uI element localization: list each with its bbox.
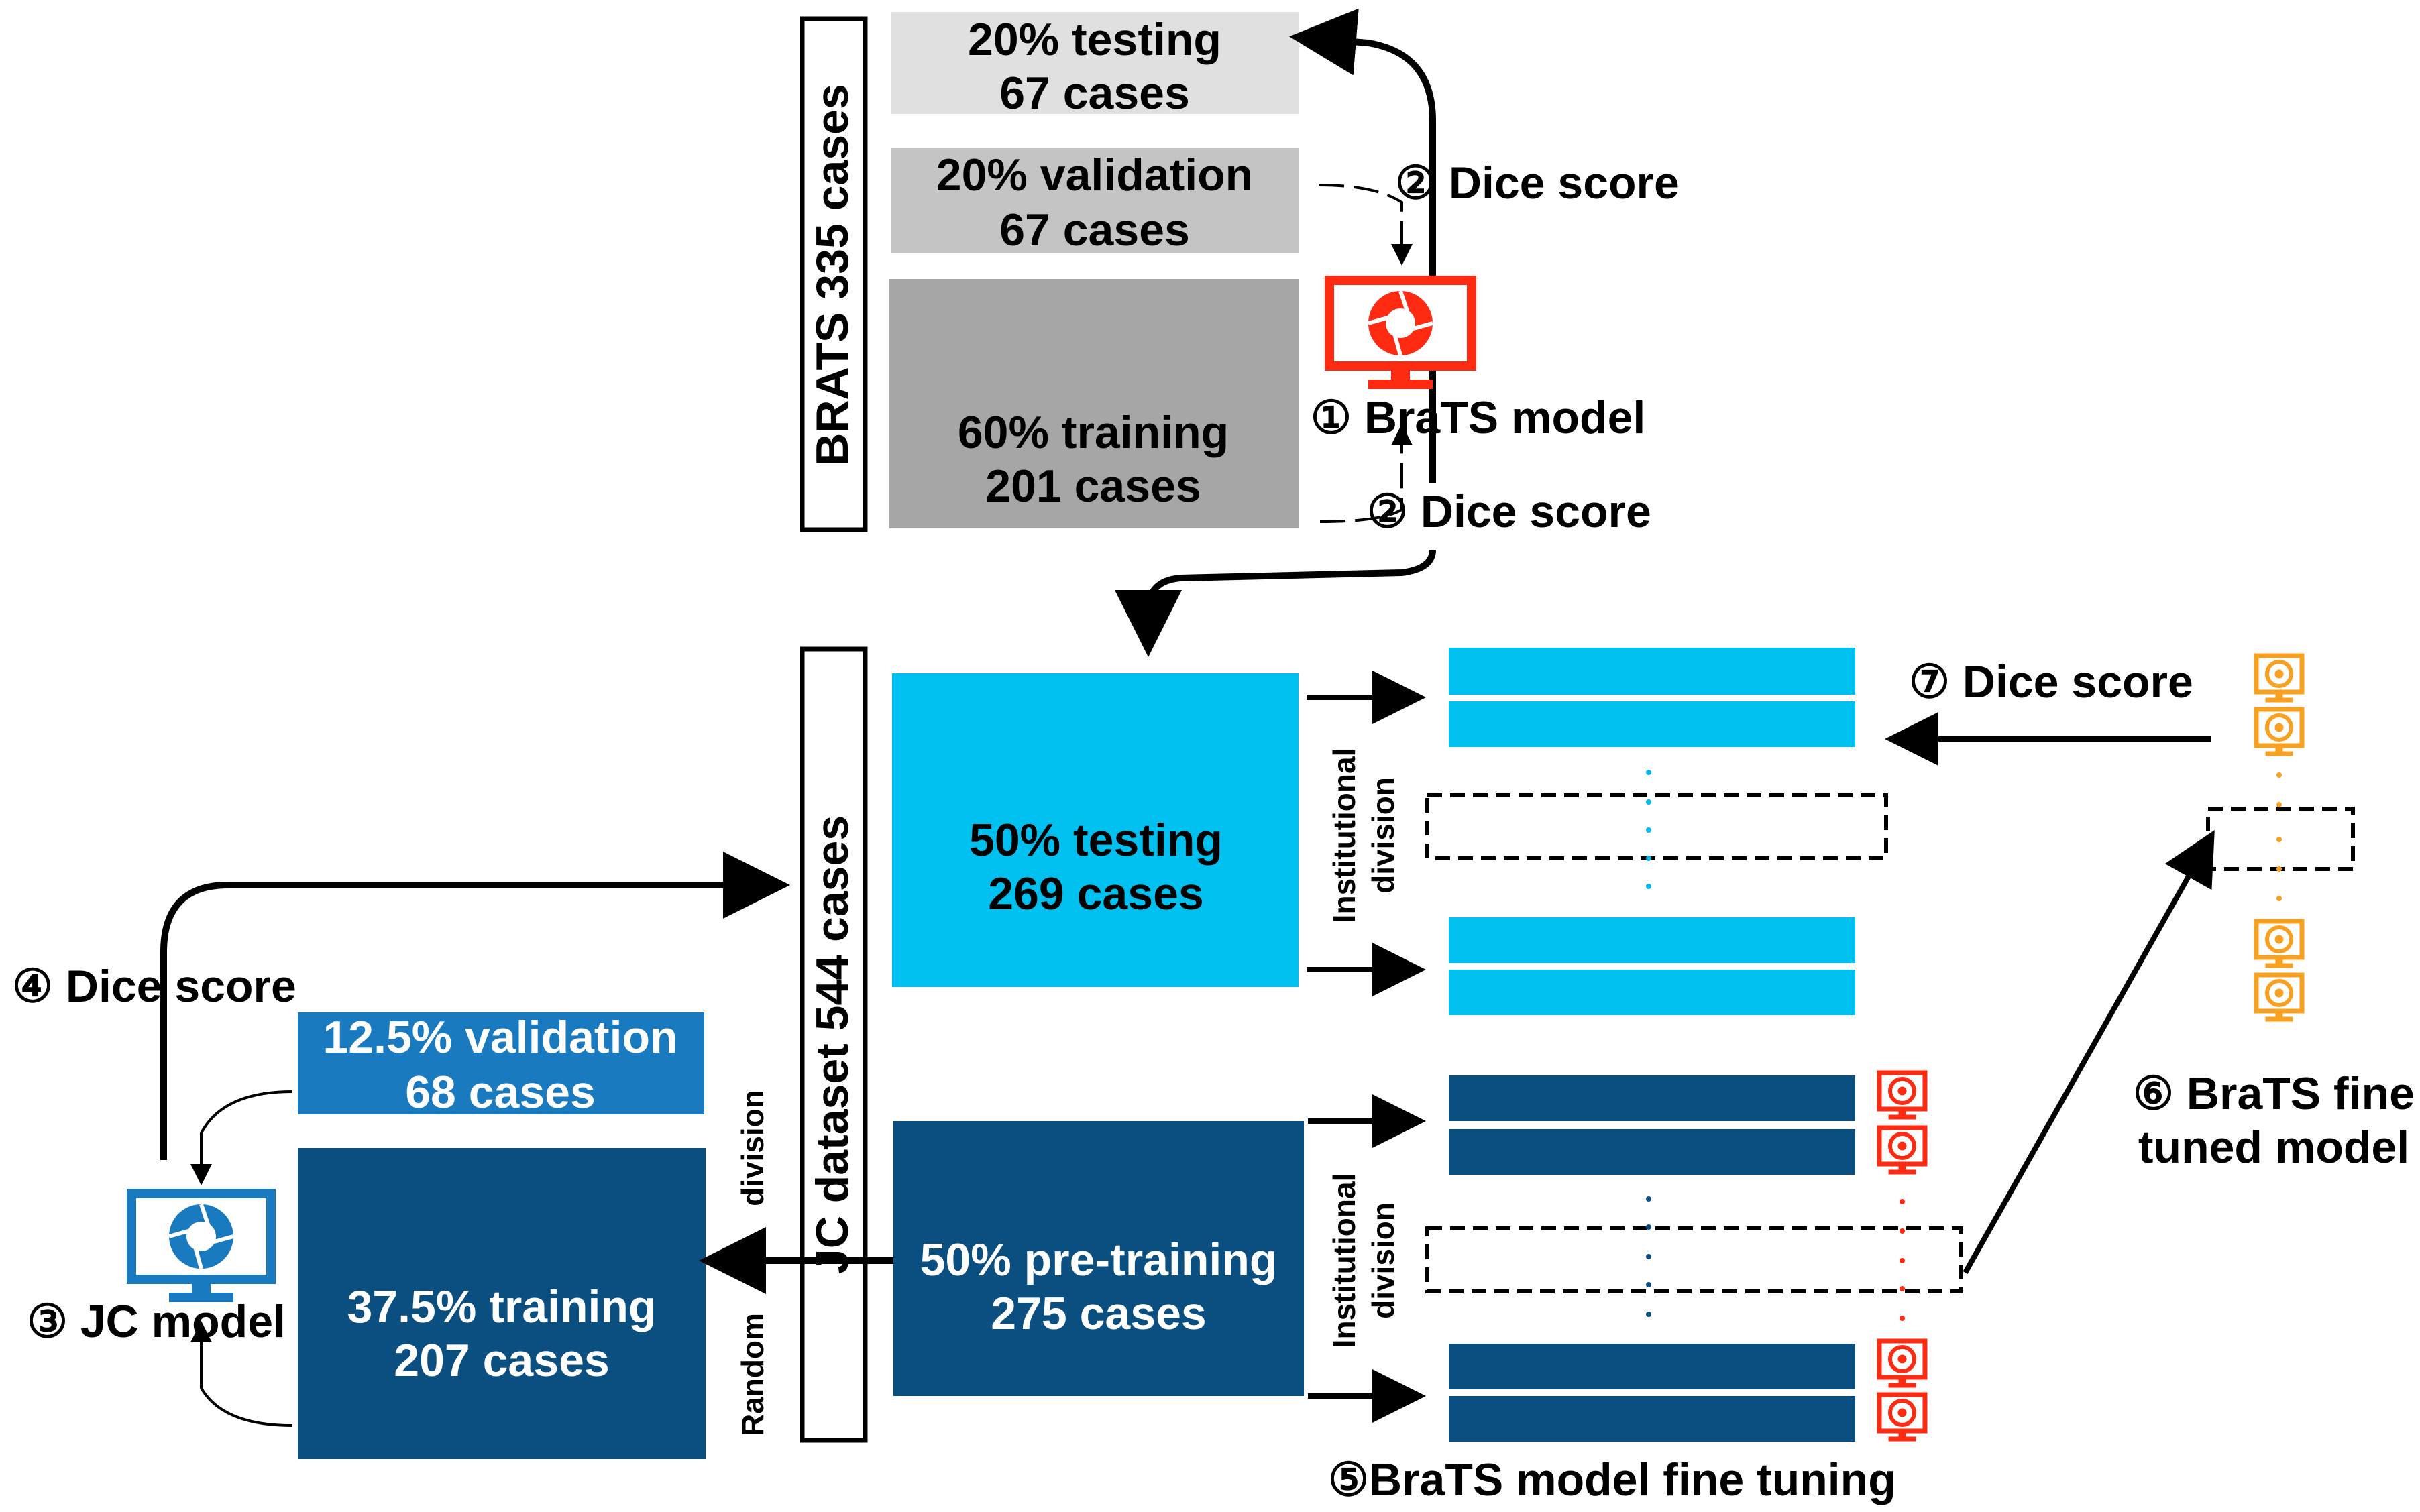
arrow-jc-dice-to-jc	[160, 852, 790, 1160]
brats-testing-line1: 20% testing	[968, 14, 1221, 65]
jc-pretraining-line2: 275 cases	[991, 1288, 1206, 1339]
arrow-to-brats-testing	[1289, 8, 1436, 308]
jc-model-label: ③ JC model	[27, 1296, 286, 1347]
arrow-to-finetuned	[1963, 830, 2215, 1274]
brats-label: BRATS 335 cases	[807, 84, 858, 466]
finetuned-line1: ⑥ BraTS fine	[2133, 1068, 2415, 1119]
brats-model-label: ① BraTS model	[1311, 392, 1645, 443]
jc-pretraining-box	[893, 1121, 1304, 1396]
brats-dice-top: ② Dice score	[1395, 158, 1680, 209]
pre-split-bar-2	[1449, 1129, 1855, 1175]
test-split-bar-1	[1449, 648, 1855, 695]
test-split-dashed	[1425, 793, 1888, 860]
brats-validation-box	[891, 148, 1299, 253]
random-division-line2: division	[735, 1090, 770, 1206]
jc-validation-box	[298, 1012, 704, 1114]
test-split-bar-4	[1449, 970, 1855, 1015]
training-to-jc-model	[190, 1321, 293, 1427]
jc-testing-line1: 50% testing	[969, 815, 1223, 866]
orange-dots	[2276, 772, 2282, 901]
inst-division-pre-line1: Institutional	[1327, 1173, 1362, 1348]
jc-dice-right: ⑦ Dice score	[1909, 656, 2193, 707]
validation-to-jc-model	[190, 1090, 293, 1185]
brats-training-box	[889, 279, 1299, 528]
pre-split-bar-1	[1449, 1075, 1855, 1121]
random-division-line1: Random	[735, 1313, 770, 1436]
red-dots	[1900, 1199, 1905, 1321]
arrow-brats-to-jc	[1115, 549, 1436, 657]
finetuned-line2: tuned model	[2138, 1122, 2409, 1173]
inst-division-test-line1: Institutional	[1327, 748, 1362, 923]
brats-validation-line1: 20% validation	[936, 150, 1253, 200]
brats-training-line2: 201 cases	[985, 461, 1201, 512]
brats-dice-bottom: ② Dice score	[1367, 486, 1651, 537]
validation-link	[1318, 184, 1413, 266]
test-split-bar-3	[1449, 917, 1855, 963]
jc-training-line1: 37.5% training	[347, 1281, 656, 1332]
pre-split-bar-3	[1449, 1344, 1855, 1389]
jc-validation-line1: 12.5% validation	[323, 1012, 677, 1063]
jc-training-line2: 207 cases	[394, 1335, 609, 1386]
test-split-bar-2	[1449, 701, 1855, 747]
jc-validation-line2: 68 cases	[405, 1067, 596, 1118]
jc-training-box	[298, 1148, 706, 1459]
jc-label-box	[800, 646, 868, 1443]
test-split-dots	[1646, 770, 1651, 889]
monitor-aperture-icon-blue	[127, 1189, 276, 1302]
pre-split-bar-4	[1449, 1396, 1855, 1442]
training-link	[1319, 424, 1413, 523]
brats-testing-line2: 67 cases	[999, 68, 1190, 119]
jc-pretraining-line1: 50% pre-training	[920, 1234, 1278, 1285]
monitor-aperture-icon-red	[1325, 276, 1476, 389]
monitor-eye-icon-red	[1879, 1073, 1925, 1441]
jc-testing-box	[892, 673, 1299, 987]
brats-validation-line2: 67 cases	[999, 205, 1190, 255]
inst-division-test-line2: division	[1366, 777, 1400, 894]
jc-testing-line2: 269 cases	[988, 868, 1203, 919]
pre-split-dashed	[1425, 1226, 1963, 1293]
finetuning-label: ⑤BraTS model fine tuning	[1328, 1454, 1896, 1505]
brats-training-line1: 60% training	[958, 407, 1229, 458]
brats-label-box	[800, 16, 868, 532]
inst-division-pre-line2: division	[1366, 1202, 1400, 1319]
jc-dice-left: ④ Dice score	[12, 961, 296, 1012]
jc-label: JC dataset 544 cases	[807, 815, 858, 1274]
brats-testing-box	[891, 12, 1299, 114]
pre-split-dots	[1646, 1196, 1651, 1317]
